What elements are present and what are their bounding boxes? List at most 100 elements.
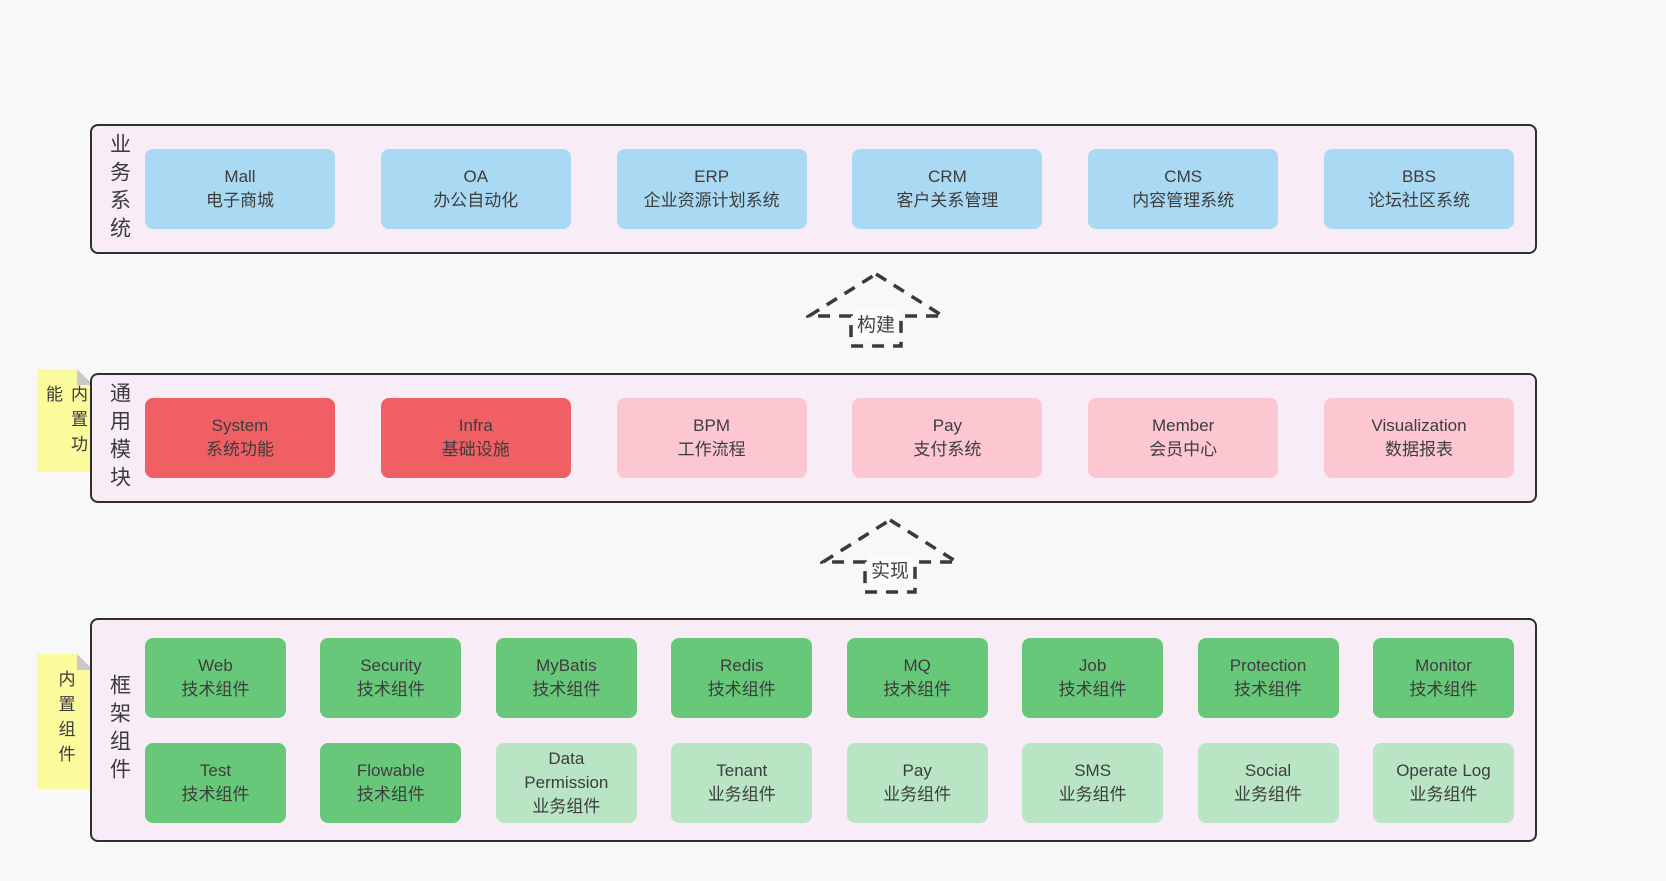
box-erp: ERP 企业资源计划系统 <box>616 149 807 229</box>
box-web: Web 技术组件 <box>145 637 286 718</box>
sticky-note-built-in-features: 内置功能 <box>37 369 93 472</box>
box-title: Security <box>360 655 422 675</box>
box-subtitle: 技术组件 <box>181 784 250 804</box>
box-title: Data Permission <box>524 748 609 792</box>
framework-row-1: Web 技术组件 Security 技术组件 MyBatis 技术组件 Redi… <box>145 637 1514 718</box>
box-title: CMS <box>1164 167 1203 186</box>
box-subtitle: 业务组件 <box>532 796 601 816</box>
box-title: MyBatis <box>536 655 597 675</box>
box-title: Web <box>198 655 233 675</box>
box-flowable: Flowable 技术组件 <box>320 742 462 823</box>
box-title: OA <box>463 167 489 186</box>
box-title: Infra <box>458 416 493 435</box>
box-subtitle: 工作流程 <box>677 440 746 459</box>
box-subtitle: 数据报表 <box>1384 440 1453 459</box>
band-business-systems-content: Mall 电子商城 OA 办公自动化 ERP 企业资源计划系统 CRM 客户关系… <box>145 149 1514 229</box>
box-title: Operate Log <box>1396 760 1491 780</box>
up-arrow-outline-icon <box>820 517 960 594</box>
box-cms: CMS 内容管理系统 <box>1088 149 1279 229</box>
box-bbs: BBS 论坛社区系统 <box>1323 149 1514 229</box>
box-protection: Protection 技术组件 <box>1197 637 1339 718</box>
band-common-modules-label: 通用模块 <box>107 382 131 494</box>
box-title: Social <box>1244 760 1292 780</box>
box-crm: CRM 客户关系管理 <box>852 149 1043 229</box>
box-monitor: Monitor 技术组件 <box>1372 637 1514 718</box>
sticky-note-built-in-components: 内置组件 <box>37 654 93 789</box>
box-title: Redis <box>720 655 764 675</box>
band-common-modules-content: System 系统功能 Infra 基础设施 BPM 工作流程 Pay 支付系统… <box>145 398 1514 478</box>
box-mall: Mall 电子商城 <box>145 149 335 229</box>
box-subtitle: 内容管理系统 <box>1132 191 1235 210</box>
box-subtitle: 技术组件 <box>1409 679 1478 699</box>
build-arrow-icon: 构建 <box>806 271 946 349</box>
box-subtitle: 系统功能 <box>206 440 274 459</box>
box-subtitle: 技术组件 <box>883 679 952 699</box>
box-subtitle: 论坛社区系统 <box>1367 191 1470 210</box>
box-title: Protection <box>1229 655 1307 675</box>
band-business-systems-label: 业务系统 <box>107 133 131 245</box>
box-system: System 系统功能 <box>145 398 335 478</box>
box-title: BPM <box>693 416 731 435</box>
box-title: Member <box>1152 416 1215 435</box>
box-sms: SMS 业务组件 <box>1022 742 1164 823</box>
box-title: Visualization <box>1371 416 1467 435</box>
band-common-modules: 通用模块 System 系统功能 Infra 基础设施 BPM 工作流程 Pay… <box>90 373 1537 503</box>
box-pay-business: Pay 业务组件 <box>846 742 988 823</box>
box-title: Pay <box>932 416 963 435</box>
framework-row-2: Test 技术组件 Flowable 技术组件 Data Permission … <box>145 742 1514 823</box>
box-infra: Infra 基础设施 <box>380 398 571 478</box>
box-subtitle: 技术组件 <box>1234 679 1303 699</box>
box-oa: OA 办公自动化 <box>380 149 571 229</box>
band-framework-components: 框架组件 Web 技术组件 Security 技术组件 MyBatis 技术组件… <box>90 618 1537 842</box>
box-subtitle: 业务组件 <box>1058 784 1127 804</box>
box-test: Test 技术组件 <box>145 742 286 823</box>
box-visualization: Visualization 数据报表 <box>1323 398 1514 478</box>
box-social: Social 业务组件 <box>1197 742 1339 823</box>
box-title: SMS <box>1074 760 1112 780</box>
box-title: Flowable <box>356 760 425 780</box>
box-title: Test <box>199 760 232 780</box>
box-subtitle: 企业资源计划系统 <box>643 191 780 210</box>
box-job: Job 技术组件 <box>1022 637 1164 718</box>
box-title: Pay <box>902 760 932 780</box>
box-title: ERP <box>694 167 730 186</box>
box-title: Monitor <box>1415 655 1472 675</box>
band-framework-components-content: Web 技术组件 Security 技术组件 MyBatis 技术组件 Redi… <box>145 637 1514 823</box>
box-subtitle: 技术组件 <box>356 679 425 699</box>
box-tenant: Tenant 业务组件 <box>671 742 813 823</box>
implement-arrow-label: 实现 <box>867 555 913 584</box>
box-mybatis: MyBatis 技术组件 <box>495 637 637 718</box>
box-subtitle: 办公自动化 <box>433 191 519 210</box>
box-subtitle: 技术组件 <box>1058 679 1127 699</box>
box-subtitle: 客户关系管理 <box>896 191 999 210</box>
box-redis: Redis 技术组件 <box>671 637 813 718</box>
box-subtitle: 技术组件 <box>181 679 250 699</box>
implement-arrow-icon: 实现 <box>820 517 960 595</box>
box-member: Member 会员中心 <box>1088 398 1279 478</box>
box-subtitle: 业务组件 <box>1409 784 1478 804</box>
box-subtitle: 业务组件 <box>883 784 952 804</box>
box-title: System <box>211 416 269 435</box>
band-business-systems: 业务系统 Mall 电子商城 OA 办公自动化 ERP 企业资源计划系统 CRM… <box>90 124 1537 254</box>
box-subtitle: 技术组件 <box>356 784 425 804</box>
box-subtitle: 支付系统 <box>913 440 982 459</box>
sticky-note-text: 内置组件 <box>55 670 75 770</box>
box-subtitle: 技术组件 <box>532 679 601 699</box>
box-title: Mall <box>224 167 256 186</box>
box-title: Tenant <box>716 760 768 780</box>
box-operate-log: Operate Log 业务组件 <box>1372 742 1514 823</box>
box-title: BBS <box>1401 167 1436 186</box>
box-data-permission: Data Permission 业务组件 <box>495 742 637 823</box>
box-title: CRM <box>928 167 967 186</box>
box-subtitle: 电子商城 <box>206 191 274 210</box>
box-subtitle: 技术组件 <box>707 679 776 699</box>
band-framework-components-label: 框架组件 <box>107 674 131 786</box>
box-title: Job <box>1078 655 1107 675</box>
box-bpm: BPM 工作流程 <box>616 398 807 478</box>
box-pay: Pay 支付系统 <box>852 398 1043 478</box>
build-arrow-label: 构建 <box>853 309 899 338</box>
up-arrow-outline-icon <box>806 271 946 348</box>
box-security: Security 技术组件 <box>320 637 462 718</box>
box-subtitle: 会员中心 <box>1149 440 1218 459</box>
